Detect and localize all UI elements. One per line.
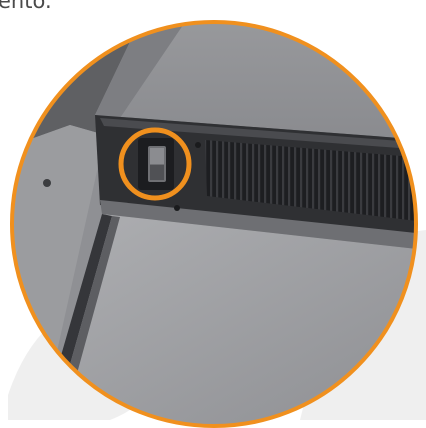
screw-hole	[43, 179, 51, 187]
rocker-switch	[138, 138, 174, 190]
zoom-ring	[10, 20, 418, 428]
caption-text: ento.	[0, 0, 52, 13]
lid-surface	[40, 214, 416, 426]
vent-grille	[205, 140, 416, 222]
highlight-ring	[118, 127, 192, 201]
